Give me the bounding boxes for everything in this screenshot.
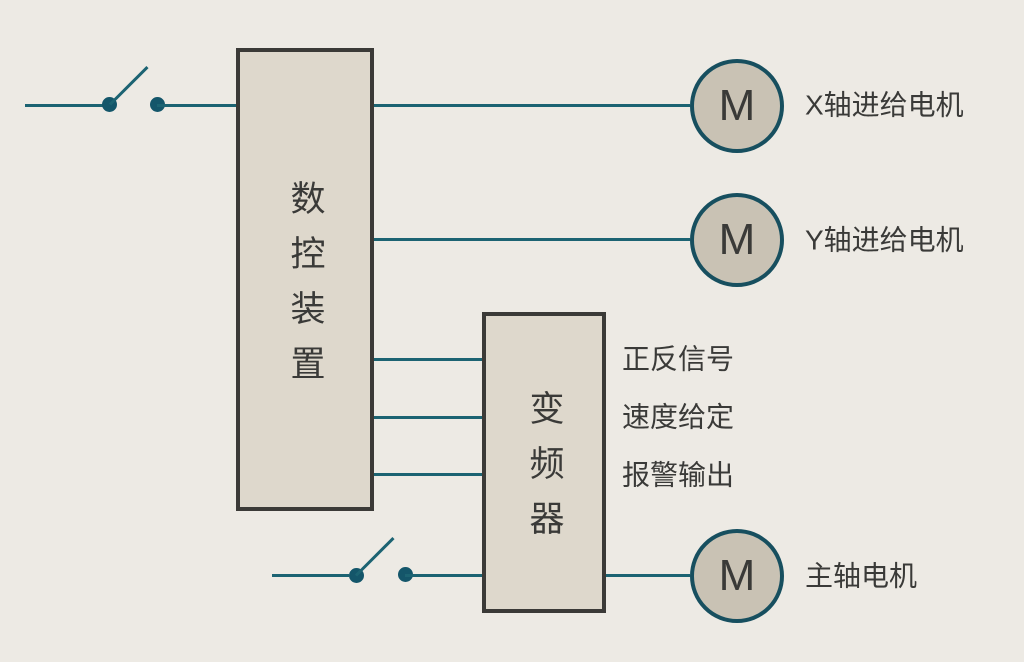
x-axis-motor-label: X轴进给电机 bbox=[805, 89, 964, 121]
cnc-unit-label: 数控装置 bbox=[285, 179, 325, 400]
spindle-motor-symbol: M bbox=[690, 529, 784, 623]
y-axis-motor-symbol: M bbox=[690, 193, 784, 287]
wire-mains-top-right bbox=[157, 104, 236, 107]
inverter-block: 变频器 bbox=[482, 312, 606, 613]
x-axis-motor-symbol: M bbox=[690, 59, 784, 153]
signal-label-forward-reverse: 正反信号 bbox=[622, 343, 735, 375]
wire-signal-alarm-output bbox=[374, 473, 482, 476]
inverter-label: 变频器 bbox=[524, 390, 564, 555]
signal-label-alarm-output: 报警输出 bbox=[622, 459, 735, 491]
wire-signal-forward-reverse bbox=[374, 358, 482, 361]
wire-mains-bottom-left bbox=[272, 574, 349, 577]
wire-cnc-to-x-motor bbox=[374, 104, 690, 107]
motor-letter: M bbox=[718, 215, 756, 264]
signal-label-speed-reference: 速度给定 bbox=[622, 401, 735, 433]
wire-signal-speed-reference bbox=[374, 416, 482, 419]
wire-inverter-to-spindle-motor bbox=[606, 574, 690, 577]
cnc-unit-block: 数控装置 bbox=[236, 48, 374, 511]
motor-letter: M bbox=[718, 81, 756, 130]
wire-mains-top-left bbox=[25, 104, 103, 107]
y-axis-motor-label: Y轴进给电机 bbox=[805, 224, 964, 256]
wire-cnc-to-y-motor bbox=[374, 238, 690, 241]
switch-top-lever-icon bbox=[108, 65, 149, 106]
wire-mains-bottom-right bbox=[405, 574, 482, 577]
switch-bottom-lever-icon bbox=[354, 536, 395, 577]
spindle-motor-label: 主轴电机 bbox=[805, 560, 918, 592]
motor-letter: M bbox=[718, 551, 756, 600]
